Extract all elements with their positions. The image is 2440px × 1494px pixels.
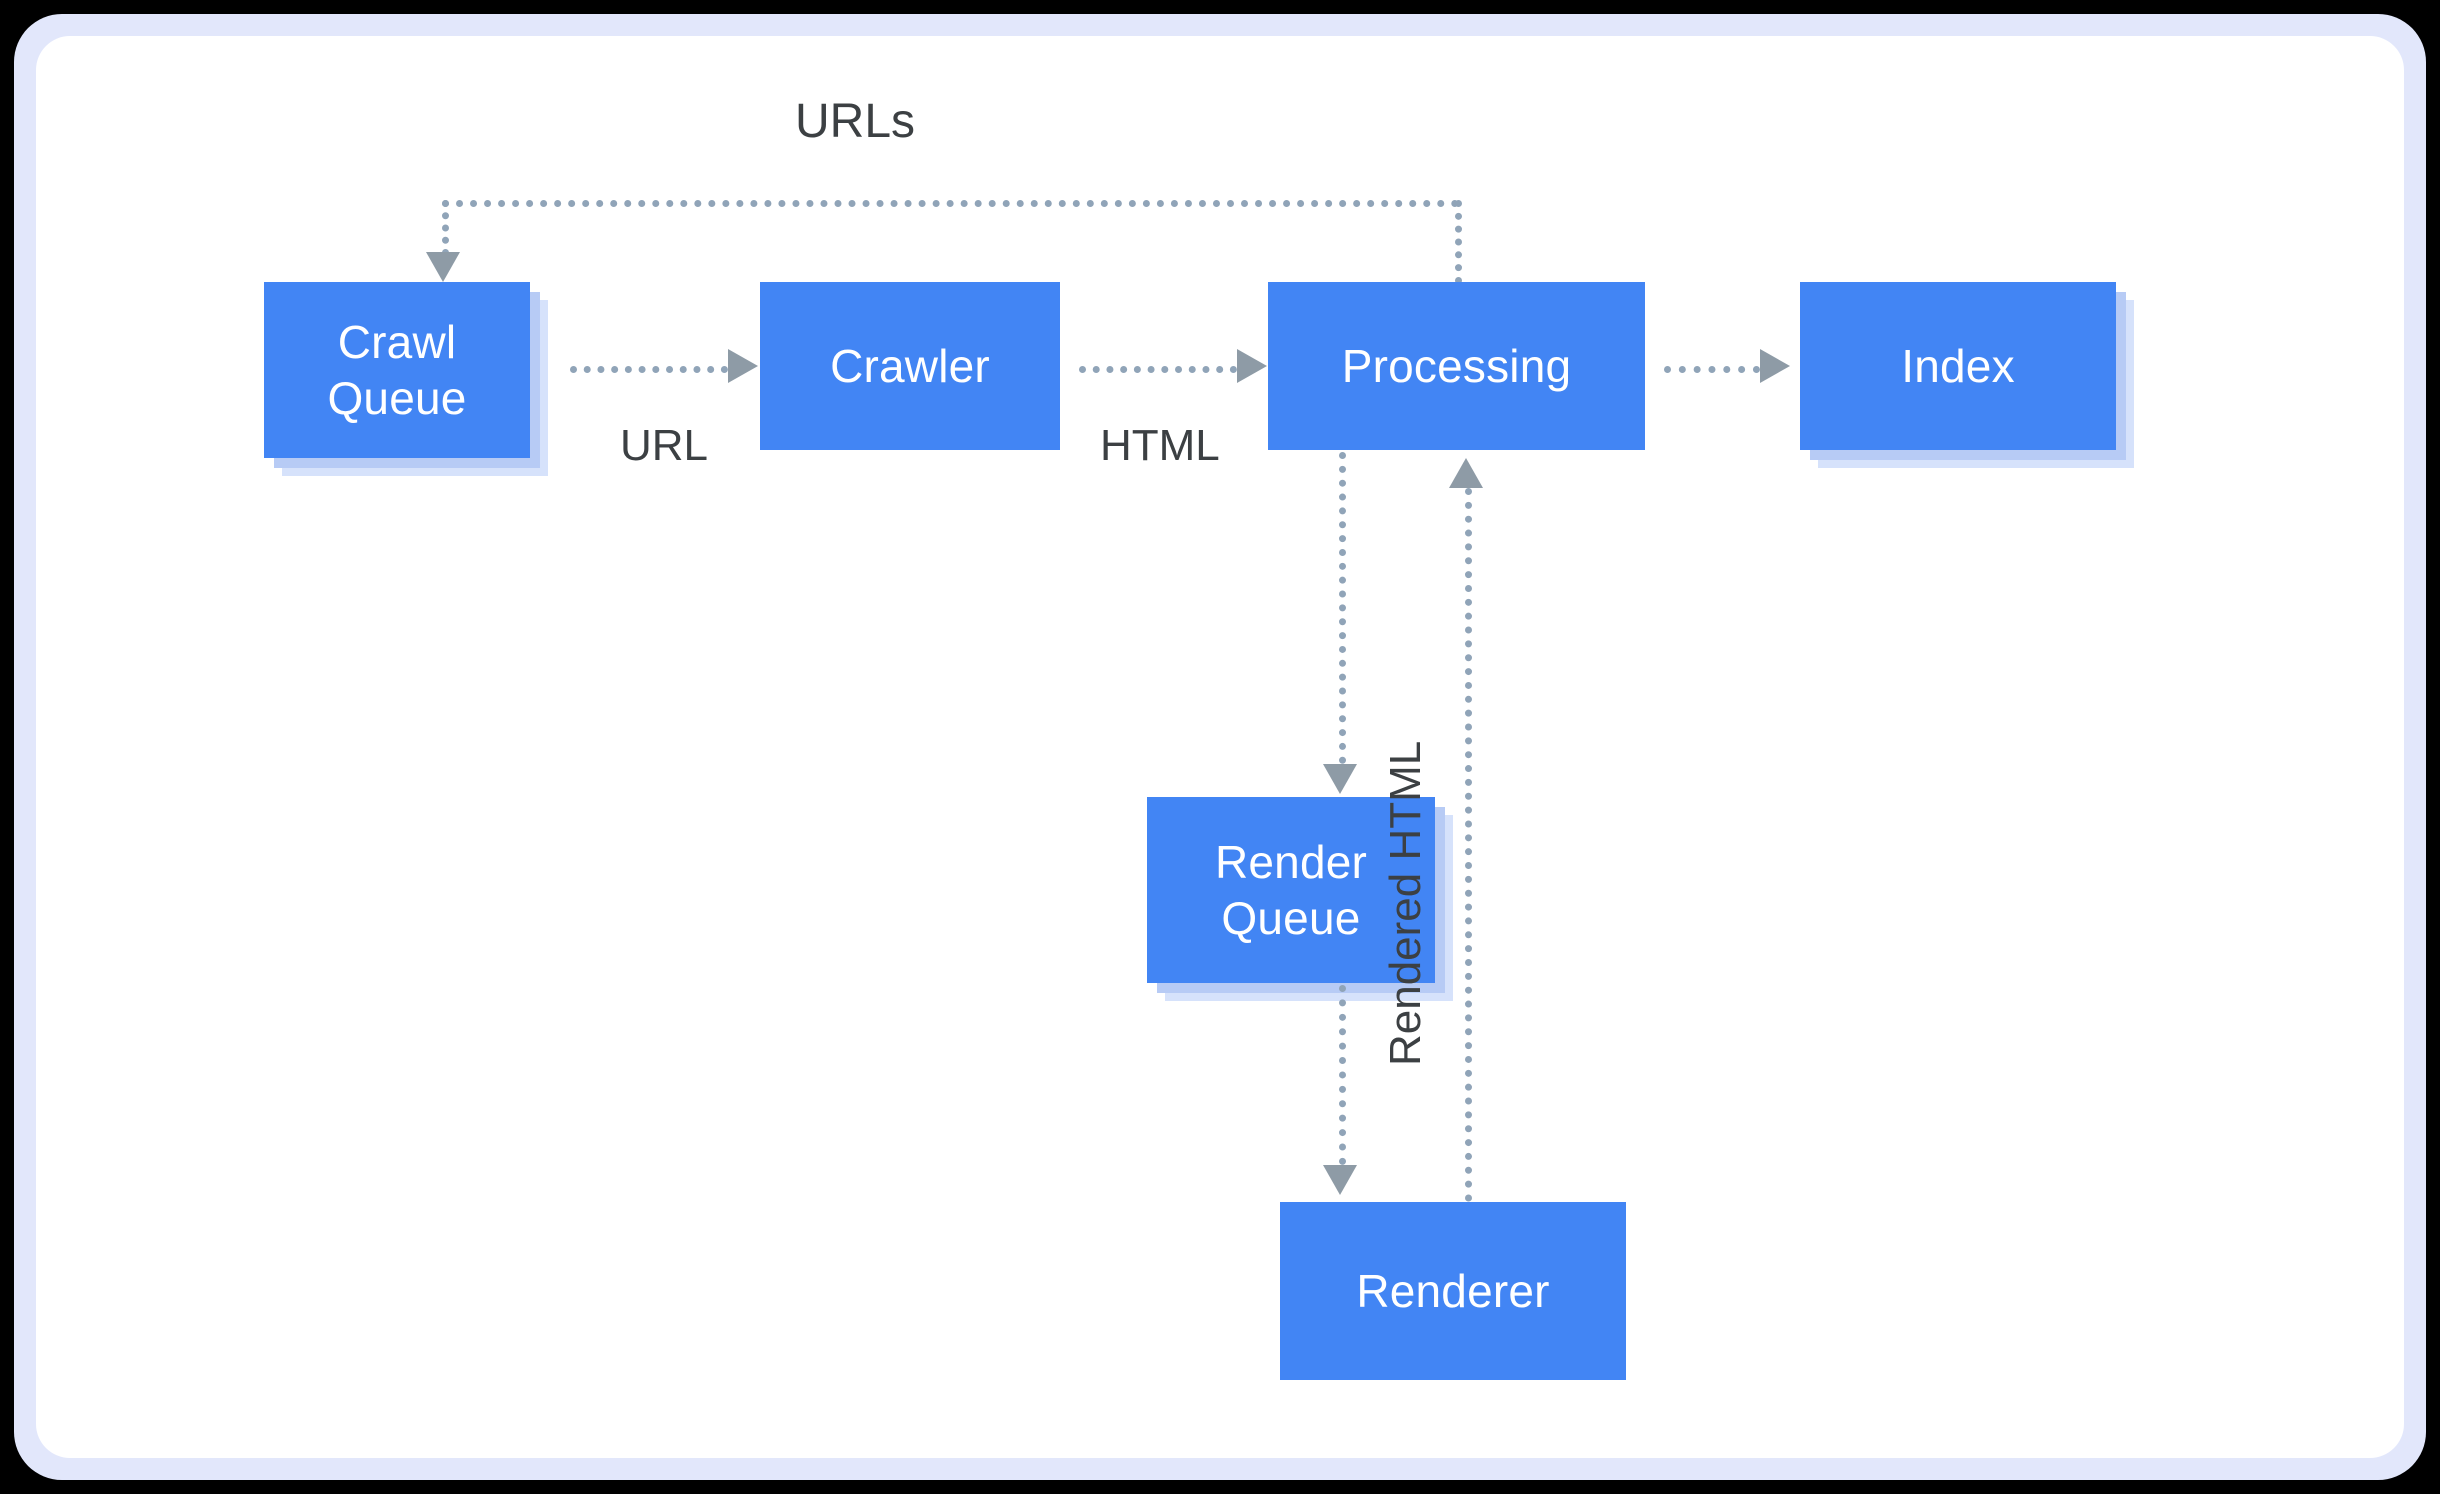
node-render-queue[interactable]: Render Queue — [1147, 797, 1435, 983]
edge-urls-arrow — [426, 252, 460, 282]
edge-label-url: URL — [620, 421, 709, 470]
edge-crawlqueue-to-crawler-line — [570, 366, 728, 373]
node-processing[interactable]: Processing — [1268, 282, 1645, 450]
edge-crawlqueue-to-crawler-arrow — [728, 349, 758, 383]
edge-label-html: HTML — [1100, 421, 1220, 470]
edge-urls-top-segment — [442, 200, 1459, 207]
edge-renderer-to-processing-line — [1465, 488, 1472, 1202]
edge-crawler-to-processing-arrow — [1237, 349, 1267, 383]
edge-renderer-to-processing-arrow — [1449, 458, 1483, 488]
edge-crawler-to-processing-line — [1079, 366, 1237, 373]
edge-urls-left-segment — [442, 200, 449, 256]
edge-label-urls: URLs — [795, 95, 916, 148]
edge-processing-to-index-line — [1664, 366, 1760, 373]
edge-urls-right-segment — [1455, 200, 1462, 284]
node-index[interactable]: Index — [1800, 282, 2116, 450]
edge-processing-to-renderqueue-line — [1339, 452, 1346, 764]
node-crawl-queue[interactable]: Crawl Queue — [264, 282, 530, 458]
edge-renderqueue-to-renderer-line — [1339, 985, 1346, 1165]
edge-label-rendered-html: Rendered HTML — [1381, 740, 1430, 1066]
node-renderer[interactable]: Renderer — [1280, 1202, 1626, 1380]
edge-renderqueue-to-renderer-arrow — [1323, 1165, 1357, 1195]
diagram-canvas: Crawl Queue Crawler Processing Index Ren… — [36, 36, 2404, 1458]
edge-processing-to-renderqueue-arrow — [1323, 764, 1357, 794]
edge-processing-to-index-arrow — [1760, 349, 1790, 383]
node-crawler[interactable]: Crawler — [760, 282, 1060, 450]
